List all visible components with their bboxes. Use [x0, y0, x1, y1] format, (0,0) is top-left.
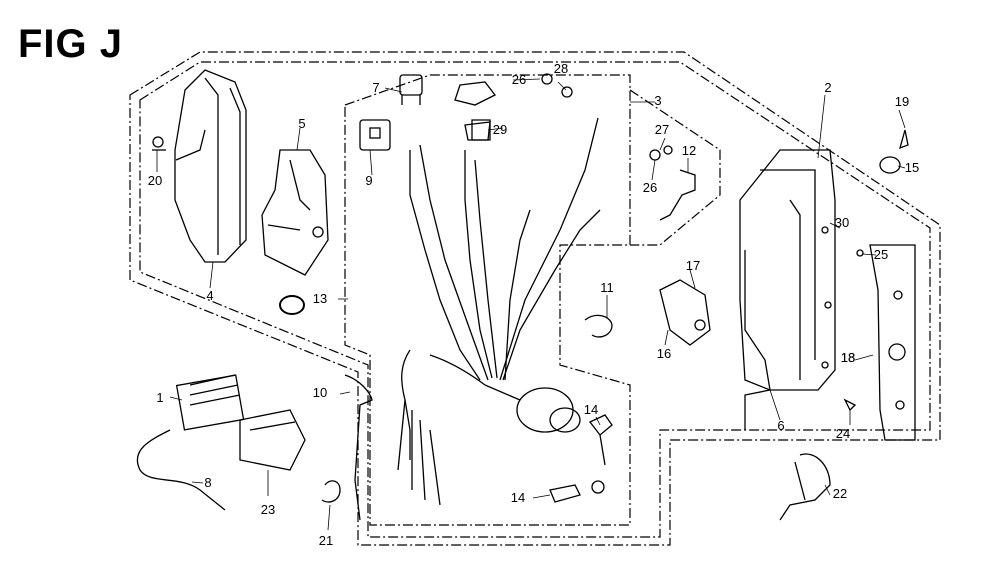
callout-10: 10	[313, 385, 327, 400]
callout-14: 14	[584, 402, 598, 417]
mounting-box	[239, 409, 306, 471]
figure-title: FIG J	[18, 22, 124, 66]
gasket	[869, 244, 916, 441]
callout-29: 29	[493, 122, 507, 137]
callout-26: 26	[643, 180, 657, 195]
callout-19: 19	[895, 94, 909, 109]
harness-wire-main	[409, 150, 481, 381]
callout-23: 23	[261, 502, 275, 517]
callout-1: 1	[156, 390, 163, 405]
side-cover	[174, 69, 247, 263]
inner-boundary	[139, 61, 931, 538]
callout-4: 4	[206, 288, 213, 303]
callout-13: 13	[313, 291, 327, 306]
callout-18: 18	[841, 350, 855, 365]
callout-17: 17	[686, 258, 700, 273]
callout-21: 21	[319, 533, 333, 548]
relay	[359, 119, 391, 151]
callout-2: 2	[824, 80, 831, 95]
callout-26: 26	[512, 72, 526, 87]
callout-6: 6	[777, 418, 784, 433]
callout-20: 20	[148, 173, 162, 188]
callout-9: 9	[365, 173, 372, 188]
callout-14: 14	[511, 490, 525, 505]
callout-12: 12	[682, 143, 696, 158]
callout-18: 18	[841, 350, 855, 365]
callout-28: 28	[554, 61, 568, 76]
control-panel	[739, 149, 836, 391]
callout-15: 15	[905, 160, 919, 175]
harness-boundary	[344, 74, 631, 526]
callout-7: 7	[372, 80, 379, 95]
callout-22: 22	[833, 486, 847, 501]
key-switch	[516, 387, 574, 433]
callout-24: 24	[836, 426, 850, 441]
callout-5: 5	[298, 116, 305, 131]
callout-16: 16	[657, 346, 671, 361]
bracket	[261, 149, 329, 276]
callout-3: 3	[654, 93, 661, 108]
outer-boundary	[129, 51, 941, 546]
callout-27: 27	[655, 122, 669, 137]
fuse-box	[454, 81, 496, 106]
callout-11: 11	[600, 280, 614, 295]
callout-25: 25	[874, 247, 888, 262]
regulator	[175, 374, 245, 431]
callout-30: 30	[835, 215, 849, 230]
callout-8: 8	[204, 475, 211, 490]
relay-boundary	[629, 89, 721, 246]
